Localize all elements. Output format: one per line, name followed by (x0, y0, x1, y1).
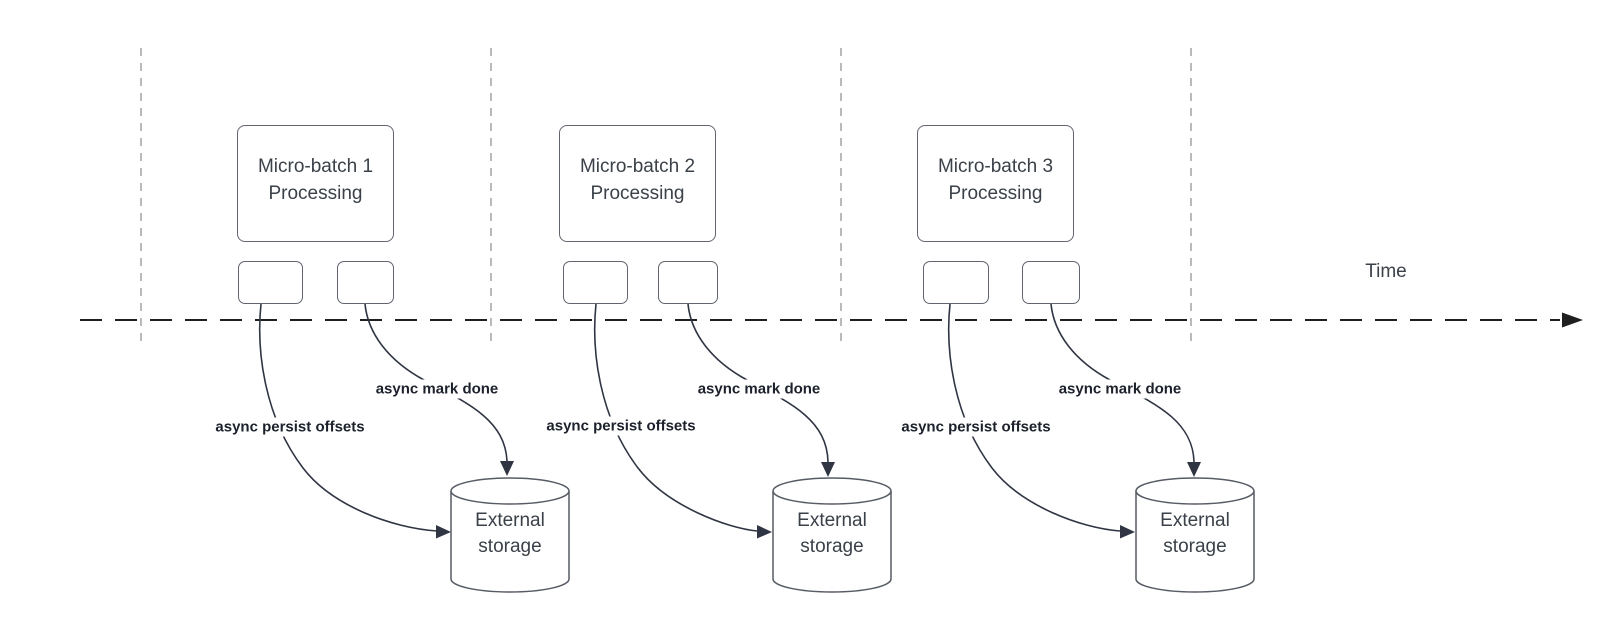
persist-offsets-task-box-2 (563, 261, 628, 304)
persist-offsets-task-box-3 (923, 261, 989, 304)
mark-done-label-3: async mark done (1055, 379, 1185, 399)
micro-batch-1-label: Micro-batch 1 Processing (257, 155, 374, 204)
mark-done-task-box-3 (1022, 261, 1080, 304)
persist-offsets-label-1: async persist offsets (212, 417, 368, 437)
persist-offsets-label-3: async persist offsets (898, 417, 1054, 437)
persist-offsets-arrow-2 (593, 303, 758, 532)
storage-cylinder-1-body (450, 491, 570, 593)
mark-done-arrowhead-1-icon (500, 461, 514, 476)
time-axis (80, 312, 1583, 328)
storage-cylinder-3 (1135, 477, 1255, 593)
micro-batch-3-label: Micro-batch 3 Processing (937, 155, 1054, 204)
storage-label-2: External storage (797, 510, 867, 557)
storage-cylinder-2-top (772, 477, 892, 505)
micro-batch-2-label: Micro-batch 2 Processing (579, 155, 696, 204)
persist-offsets-task-box-1 (238, 261, 303, 304)
storage-cylinder-3-body (1135, 491, 1255, 593)
storage-cylinder-2-body (772, 491, 892, 593)
mark-done-arrowhead-2-icon (821, 462, 835, 477)
mark-done-arrowhead-3-icon (1187, 462, 1201, 477)
storage-cylinder-3-top (1135, 477, 1255, 505)
micro-batch-3-box: Micro-batch 3 Processing (917, 125, 1074, 242)
storage-cylinder-1-top (450, 477, 570, 505)
micro-batch-1-box: Micro-batch 1 Processing (237, 125, 394, 242)
micro-batch-2-box: Micro-batch 2 Processing (559, 125, 716, 242)
storage-label-3: External storage (1160, 510, 1230, 557)
persist-offsets-arrowhead-2-icon (757, 525, 772, 539)
phase-gridlines (140, 48, 1192, 342)
time-axis-arrowhead-icon (1562, 312, 1583, 328)
mark-done-task-box-1 (337, 261, 394, 304)
storage-cylinder-1 (450, 477, 570, 593)
time-axis-label: Time (1365, 261, 1407, 282)
storage-label-1: External storage (475, 510, 545, 557)
persist-offsets-arrowhead-3-icon (1120, 525, 1135, 539)
mark-done-label-1: async mark done (372, 379, 502, 399)
persist-offsets-arrow-1 (258, 303, 438, 532)
mark-done-label-2: async mark done (694, 379, 824, 399)
persist-offsets-arrow-3 (947, 303, 1121, 532)
mark-done-task-box-2 (658, 261, 718, 304)
storage-cylinder-2 (772, 477, 892, 593)
storage-cylinders (450, 477, 1255, 593)
persist-offsets-arrowhead-1-icon (436, 525, 451, 539)
flow-arrows (258, 303, 1201, 539)
persist-offsets-label-2: async persist offsets (543, 416, 699, 436)
